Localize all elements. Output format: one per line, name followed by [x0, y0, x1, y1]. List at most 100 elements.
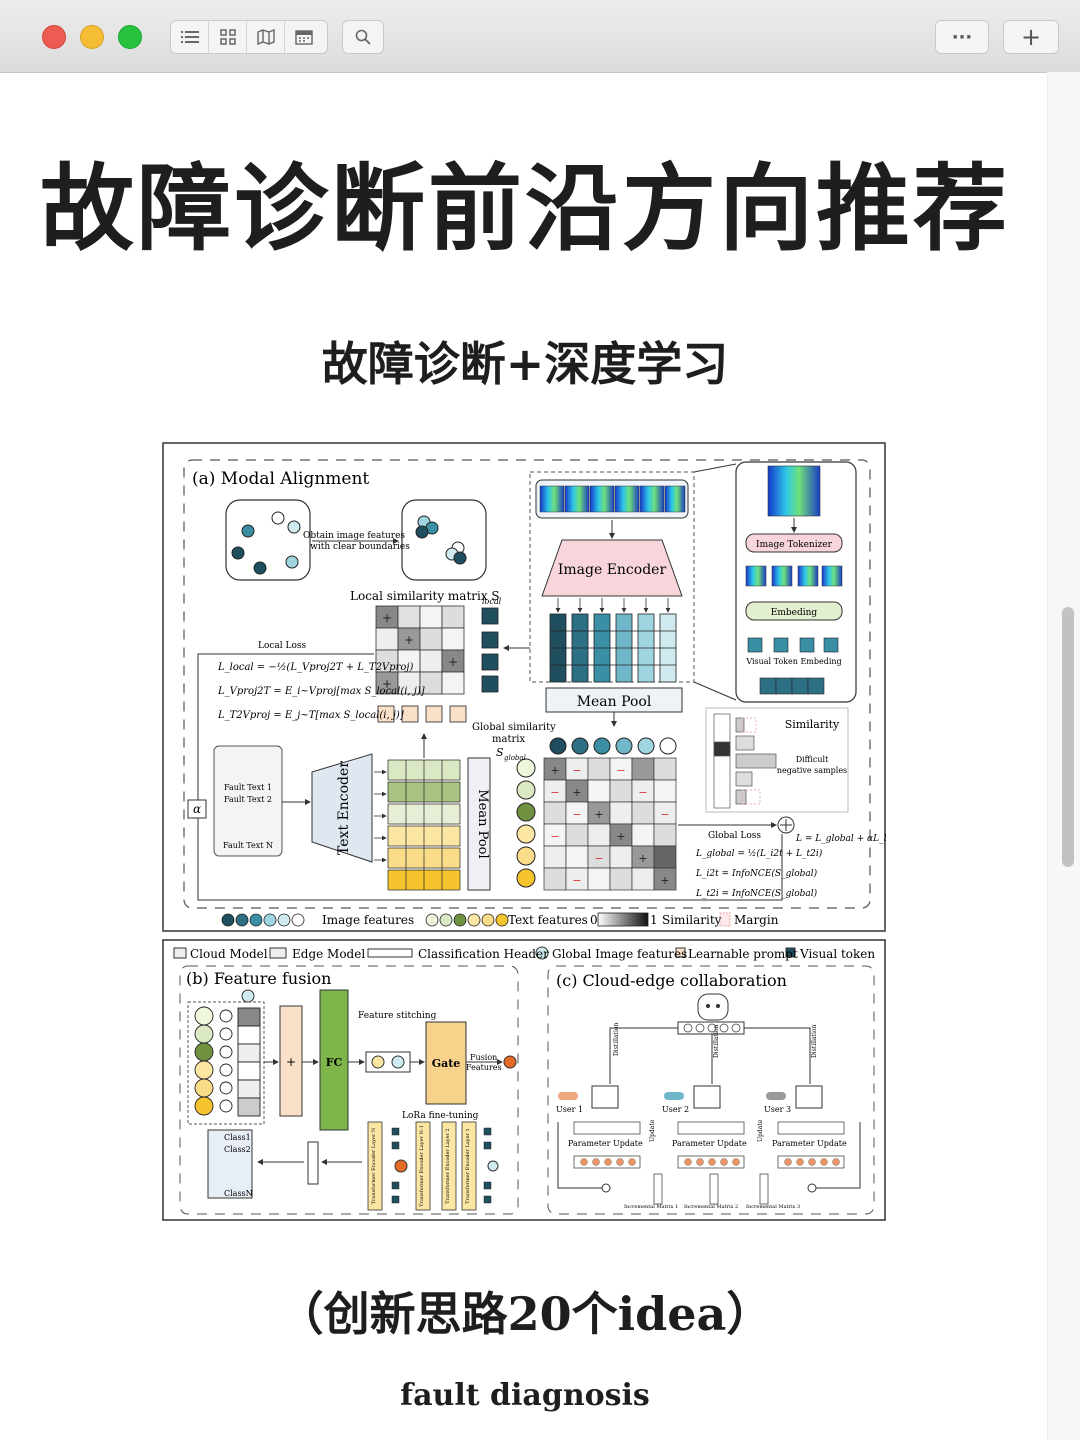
map-icon — [256, 29, 275, 45]
bottom-subtitle: fault diagnosis — [400, 1378, 650, 1413]
legend-visual-token: Visual token — [799, 947, 875, 961]
matrix-minus: − — [616, 764, 625, 777]
local-matrix-sub: local — [482, 597, 502, 606]
scrollbar-thumb[interactable] — [1062, 607, 1074, 867]
list-icon — [180, 31, 199, 43]
mean-pool-vertical-label: Mean Pool — [475, 789, 490, 858]
mean-pool-label: Mean Pool — [577, 694, 652, 710]
matrix-minus: − — [572, 874, 581, 887]
calendar-icon — [295, 30, 313, 45]
local-matrix-label: Local similarity matrix S — [350, 589, 500, 603]
user-3-label: User 3 — [764, 1105, 791, 1114]
parameter-update-2: Parameter Update — [672, 1139, 747, 1148]
class-n-label: ClassN — [224, 1189, 253, 1198]
fault-text-1: Fault Text 1 — [224, 783, 272, 792]
alpha-symbol: α — [193, 802, 201, 816]
fc-label: FC — [326, 1056, 343, 1069]
view-mode-group — [170, 20, 328, 54]
visual-token-embeding-label: Visual Token Embeding — [745, 657, 841, 666]
update-label-1: Update — [649, 1119, 656, 1142]
incremental-matrix-3: Incremental Matrix 3 — [746, 1204, 800, 1210]
add-button[interactable]: + — [1003, 20, 1059, 54]
global-matrix-sub: global — [504, 754, 526, 762]
class-1-label: Class1 — [224, 1133, 251, 1142]
matrix-plus: + — [404, 633, 414, 647]
image-encoder-label: Image Encoder — [558, 562, 667, 578]
calendar-view-button[interactable] — [285, 21, 323, 53]
bc-legend-row — [173, 946, 796, 960]
window-titlebar: ··· + — [0, 0, 1080, 73]
matrix-minus: − — [572, 764, 581, 777]
maximize-button[interactable] — [118, 25, 142, 49]
global-matrix-s: S — [496, 746, 504, 759]
fusion-plus: + — [286, 1055, 296, 1069]
layer-label-1: Transformer Encoder Layer 1 — [465, 1128, 471, 1204]
matrix-plus: + — [550, 764, 559, 777]
legend-similarity: Similarity — [662, 913, 722, 927]
spectrogram-strip — [539, 485, 686, 513]
distillation-label-2: Distillation — [713, 1025, 720, 1058]
global-matrix-label-2: matrix — [492, 734, 525, 745]
text-encoder-label: Text Encoder — [336, 761, 352, 855]
layer-label-n-1: Transformer Encoder Layer N-1 — [419, 1125, 425, 1207]
map-view-button[interactable] — [247, 21, 285, 53]
matrix-plus: + — [638, 852, 647, 865]
panel-c-label: (c) Cloud-edge collaboration — [556, 971, 787, 990]
matrix-plus: + — [382, 611, 392, 625]
local-similarity-matrix — [375, 605, 465, 695]
edge-users — [558, 1085, 823, 1109]
distillation-label-3: Distillation — [811, 1025, 818, 1058]
list-view-button[interactable] — [171, 21, 209, 53]
panel-b-label: (b) Feature fusion — [186, 969, 331, 988]
layer-label-2: Transformer Encoder Layer 2 — [445, 1128, 451, 1204]
update-label-2: Update — [757, 1119, 764, 1142]
close-button[interactable] — [42, 25, 66, 49]
boundary-note-1: Obtain image features — [303, 531, 405, 541]
grid-view-button[interactable] — [209, 21, 247, 53]
text-feature-rows — [387, 759, 461, 891]
matrix-minus: − — [660, 808, 669, 821]
vertical-scrollbar[interactable] — [1047, 72, 1080, 1440]
image-feature-columns — [549, 613, 677, 683]
eq-global-3: L_t2i = InfoNCE(S_global) — [695, 888, 818, 899]
global-similarity-matrix — [543, 757, 677, 891]
difficult-label-2: negative samples — [777, 766, 847, 775]
eq-local-2: L_Vproj2T = E_i~Vproj[max S_local(i, j)] — [217, 686, 425, 697]
legend-text-features: Text features — [508, 913, 588, 927]
legend-edge-model: Edge Model — [292, 947, 365, 961]
matrix-minus: − — [550, 786, 559, 799]
page-subtitle: 故障诊断+深度学习 — [321, 337, 729, 391]
class-2-label: Class2 — [224, 1145, 251, 1154]
parameter-update-1: Parameter Update — [568, 1139, 643, 1148]
incremental-matrix-1: Incremental Matrix 1 — [624, 1204, 678, 1210]
panel-a-legend — [221, 912, 731, 927]
incremental-matrix-2: Incremental Matrix 2 — [684, 1204, 738, 1210]
matrix-plus: + — [382, 677, 392, 691]
page-title: 故障诊断前沿方向推荐 — [39, 155, 1010, 264]
legend-cloud-model: Cloud Model — [190, 947, 268, 961]
fusion-label-2: Features — [466, 1063, 502, 1072]
embeding-label: Embeding — [771, 608, 818, 618]
parameter-update-3: Parameter Update — [772, 1139, 847, 1148]
fault-text-2: Fault Text 2 — [224, 795, 272, 804]
legend-zero: 0 — [590, 913, 598, 927]
more-button[interactable]: ··· — [935, 20, 989, 54]
legend-margin: Margin — [734, 913, 779, 927]
image-tokenizer-label: Image Tokenizer — [756, 540, 833, 550]
fault-text-n: Fault Text N — [223, 841, 273, 850]
total-loss-eq: L = L_global + αL_local — [795, 834, 886, 844]
fusion-label-1: Fusion — [470, 1053, 497, 1062]
grid-icon — [219, 29, 236, 45]
legend-one: 1 — [650, 913, 658, 927]
search-icon — [355, 29, 371, 45]
eq-global-2: L_i2t = InfoNCE(S_global) — [695, 868, 818, 879]
user-2-label: User 2 — [662, 1105, 689, 1114]
minimize-button[interactable] — [80, 25, 104, 49]
bottom-title: （创新思路20个idea） — [277, 1287, 773, 1341]
matrix-minus: − — [594, 852, 603, 865]
matrix-minus: − — [572, 808, 581, 821]
matrix-minus: − — [638, 786, 647, 799]
search-button[interactable] — [342, 20, 384, 54]
eq-local-1: L_local = −½(L_Vproj2T + L_T2Vproj) — [217, 662, 413, 673]
panel-a-label: (a) Modal Alignment — [192, 469, 369, 489]
